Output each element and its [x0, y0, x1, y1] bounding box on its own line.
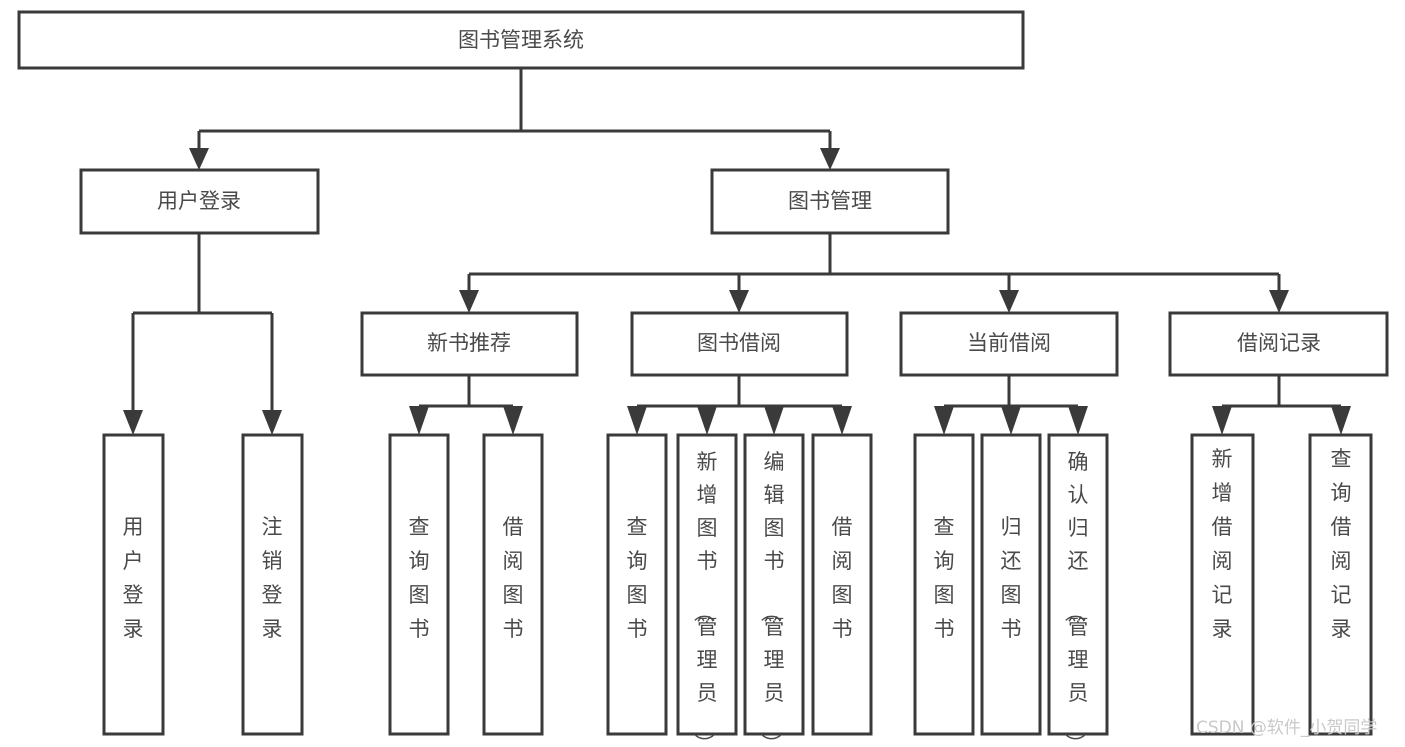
leaf-book-borrow-4[interactable]: 借阅图书 [811, 433, 873, 736]
node-new-book-recommend[interactable]: 新书推荐 [360, 311, 579, 377]
node-borrow-record-label: 借阅记录 [1237, 331, 1321, 355]
arrow-borrowrecord-leaf-1 [1212, 406, 1232, 435]
leaf-book-borrow-1-box[interactable] [606, 433, 668, 736]
node-borrow-record-box[interactable] [1168, 311, 1389, 377]
leaf-book-borrow-2[interactable]: 新增图书（管理员） [676, 433, 738, 747]
leaf-user-login-1-label: 用户登录 [123, 515, 144, 641]
node-current-borrow[interactable]: 当前借阅 [899, 311, 1119, 377]
node-user-login-box[interactable] [79, 168, 320, 235]
leaf-current-borrow-1-label: 查询图书 [934, 515, 955, 641]
arrow-borrowrecord-leaf-2 [1331, 406, 1351, 435]
node-root[interactable]: 图书管理系统 [17, 10, 1025, 70]
leaf-book-borrow-2-box[interactable] [676, 433, 738, 736]
leaf-book-borrow-3-label: 编辑图书（管理员） [759, 450, 785, 747]
arrow-currentborrow-leaf-1 [934, 406, 954, 435]
leaf-new-book-1[interactable]: 查询图书 [388, 433, 450, 736]
connector-layer [123, 68, 1351, 435]
leaf-borrow-record-1[interactable]: 新增借阅记录 [1190, 433, 1255, 736]
node-book-management-label: 图书管理 [788, 189, 872, 213]
csdn-watermark: CSDN @软件_小贺同学 [1196, 718, 1377, 738]
leaf-current-borrow-1[interactable]: 查询图书 [913, 433, 975, 736]
arrow-bookmgmt-to-newbook [459, 290, 479, 313]
leaf-book-borrow-1-label: 查询图书 [627, 515, 648, 641]
arrow-bookmgmt-to-record [1269, 290, 1289, 313]
leaf-user-login-2[interactable]: 注销登录 [241, 433, 304, 736]
node-user-login-label: 用户登录 [157, 189, 241, 213]
node-book-management-box[interactable] [710, 168, 950, 235]
leaf-new-book-2-label: 借阅图书 [503, 515, 524, 641]
leaf-current-borrow-2[interactable]: 归还图书 [980, 433, 1042, 736]
node-new-book-recommend-label: 新书推荐 [427, 331, 511, 355]
leaf-borrow-record-2-label: 查询借阅记录 [1331, 447, 1352, 641]
node-borrow-record[interactable]: 借阅记录 [1168, 311, 1389, 377]
leaf-new-book-1-box[interactable] [388, 433, 450, 736]
leaf-user-login-1[interactable]: 用户登录 [102, 433, 165, 736]
leaf-new-book-2-box[interactable] [482, 433, 544, 736]
arrow-currentborrow-leaf-2 [1001, 406, 1021, 435]
leaf-borrow-record-1-box[interactable] [1190, 433, 1255, 736]
leaf-book-borrow-3-box[interactable] [743, 433, 805, 736]
leaf-current-borrow-1-box[interactable] [913, 433, 975, 736]
leaf-current-borrow-3[interactable]: 确认归还（管理员） [1047, 433, 1109, 747]
leaf-user-login-1-box[interactable] [102, 433, 165, 736]
node-root-box[interactable] [17, 10, 1025, 70]
leaf-current-borrow-2-label: 归还图书 [1001, 515, 1022, 641]
leaf-user-login-2-box[interactable] [241, 433, 304, 736]
node-book-borrow[interactable]: 图书借阅 [630, 311, 849, 377]
arrow-bookborrow-leaf-2 [697, 406, 717, 435]
node-book-borrow-label: 图书借阅 [697, 331, 781, 355]
leaf-borrow-record-2[interactable]: 查询借阅记录 [1308, 433, 1373, 736]
arrow-bookborrow-leaf-3 [764, 406, 784, 435]
arrow-userlogin-leaf-1 [123, 410, 143, 435]
leaf-book-borrow-2-label: 新增图书（管理员） [692, 450, 718, 747]
node-current-borrow-box[interactable] [899, 311, 1119, 377]
node-book-management[interactable]: 图书管理 [710, 168, 950, 235]
arrow-bookmgmt-to-borrow [729, 290, 749, 313]
leaf-book-borrow-4-box[interactable] [811, 433, 873, 736]
leaf-borrow-record-2-box[interactable] [1308, 433, 1373, 736]
leaf-current-borrow-2-box[interactable] [980, 433, 1042, 736]
node-root-label: 图书管理系统 [458, 28, 584, 52]
leaf-book-borrow-1[interactable]: 查询图书 [606, 433, 668, 736]
arrow-userlogin-leaf-2 [262, 410, 282, 435]
leaf-new-book-1-label: 查询图书 [409, 515, 430, 641]
leaf-user-login-2-label: 注销登录 [262, 515, 283, 641]
node-current-borrow-label: 当前借阅 [967, 331, 1051, 355]
arrow-root-to-book-mgmt [820, 148, 840, 170]
arrow-newbook-leaf-2 [503, 406, 523, 435]
arrow-root-to-user-login [189, 148, 209, 170]
leaf-current-borrow-3-box[interactable] [1047, 433, 1109, 736]
node-new-book-recommend-box[interactable] [360, 311, 579, 377]
arrow-newbook-leaf-1 [409, 406, 429, 435]
node-user-login[interactable]: 用户登录 [79, 168, 320, 235]
arrow-bookborrow-leaf-4 [832, 406, 852, 435]
leaf-book-borrow-3[interactable]: 编辑图书（管理员） [743, 433, 805, 747]
arrow-bookborrow-leaf-1 [627, 406, 647, 435]
arrow-bookmgmt-to-current [999, 290, 1019, 313]
arrow-currentborrow-leaf-3 [1068, 406, 1088, 435]
leaf-current-borrow-3-label: 确认归还（管理员） [1063, 450, 1089, 747]
leaf-new-book-2[interactable]: 借阅图书 [482, 433, 544, 736]
leaf-borrow-record-1-label: 新增借阅记录 [1212, 447, 1233, 641]
leaf-book-borrow-4-label: 借阅图书 [832, 515, 853, 641]
node-book-borrow-box[interactable] [630, 311, 849, 377]
